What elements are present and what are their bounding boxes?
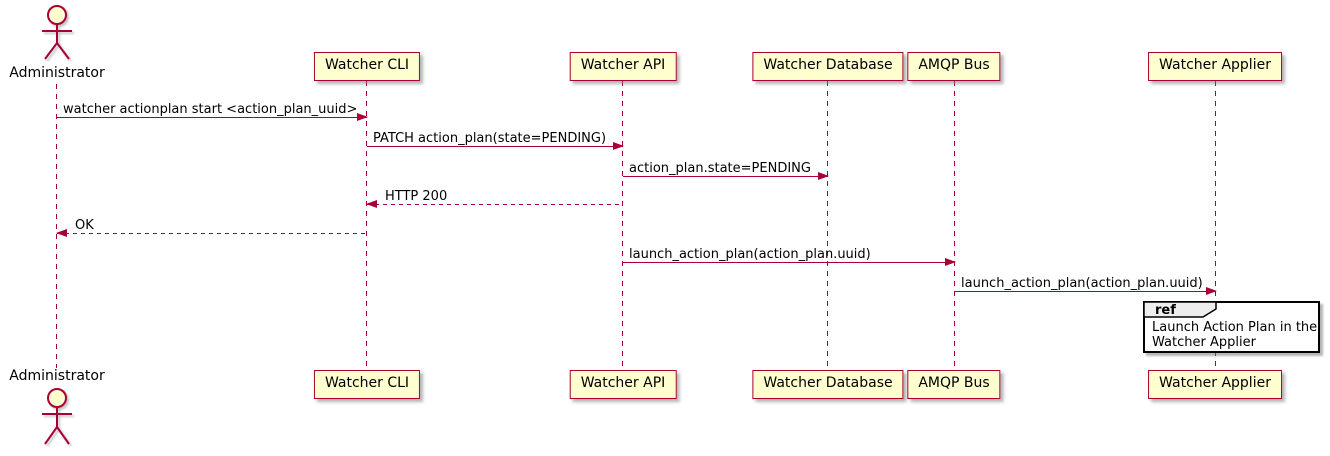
- message-label: launch_action_plan(action_plan.uuid): [629, 247, 871, 262]
- message-ok: OK: [56, 218, 367, 242]
- participant-bottom-amqp-bus: AMQP Bus: [907, 370, 1001, 399]
- actor-label-bottom: Administrator: [9, 368, 105, 384]
- message-line: [57, 112, 368, 121]
- actor-label-top: Administrator: [9, 65, 105, 81]
- message-label: OK: [75, 218, 94, 233]
- message-label: HTTP 200: [385, 189, 448, 204]
- participant-top-watcher-database: Watcher Database: [752, 52, 904, 81]
- arrowhead-right-icon: [357, 112, 368, 121]
- message-label: launch_action_plan(action_plan.uuid): [961, 276, 1203, 291]
- message-label: watcher actionplan start <action_plan_uu…: [63, 102, 358, 117]
- participant-bottom-watcher-database: Watcher Database: [752, 370, 904, 399]
- participant-bottom-watcher-applier: Watcher Applier: [1148, 370, 1282, 399]
- message-http-200: HTTP 200: [366, 189, 623, 213]
- message-label: PATCH action_plan(state=PENDING): [373, 131, 607, 146]
- arrowhead-right-icon: [818, 171, 829, 180]
- message-line: [56, 228, 367, 237]
- arrowhead-right-icon: [1206, 286, 1217, 295]
- message-actionplan-start: watcher actionplan start <action_plan_uu…: [57, 102, 368, 126]
- participant-bottom-watcher-api: Watcher API: [569, 370, 677, 399]
- message-patch-action-plan: PATCH action_plan(state=PENDING): [367, 131, 624, 155]
- arrowhead-left-icon: [366, 199, 377, 208]
- lifeline-administrator: [56, 84, 57, 368]
- message-launch-action-plan-amqp: launch_action_plan(action_plan.uuid): [955, 276, 1217, 300]
- message-line: [367, 141, 624, 150]
- message-line: [623, 171, 829, 180]
- lifeline-watcher-api: [622, 81, 623, 370]
- message-line: [623, 257, 956, 266]
- participant-top-watcher-applier: Watcher Applier: [1148, 52, 1282, 81]
- participant-top-amqp-bus: AMQP Bus: [907, 52, 1001, 81]
- arrowhead-right-icon: [613, 141, 624, 150]
- ref-keyword: ref: [1155, 303, 1176, 318]
- arrowhead-left-icon: [56, 228, 67, 237]
- message-line: [366, 199, 623, 208]
- message-label: action_plan.state=PENDING: [629, 161, 811, 176]
- lifeline-watcher-database: [827, 81, 828, 370]
- lifeline-amqp-bus: [954, 81, 955, 370]
- participant-bottom-watcher-cli: Watcher CLI: [313, 370, 421, 399]
- ref-text-line2: Watcher Applier: [1152, 335, 1256, 350]
- participant-top-watcher-api: Watcher API: [569, 52, 677, 81]
- arrowhead-right-icon: [945, 257, 956, 266]
- message-line: [955, 286, 1217, 295]
- message-launch-action-plan-api: launch_action_plan(action_plan.uuid): [623, 247, 956, 271]
- actor-icon-bottom: [42, 388, 72, 445]
- ref-text: Launch Action Plan in the Watcher Applie…: [1152, 320, 1317, 350]
- ref-text-line1: Launch Action Plan in the: [1152, 320, 1318, 335]
- actor-icon-top: [42, 5, 72, 60]
- message-state-pending: action_plan.state=PENDING: [623, 161, 829, 185]
- lifeline-watcher-applier: [1215, 81, 1216, 370]
- lifeline-watcher-cli: [366, 81, 367, 370]
- ref-tab-icon: ref: [1143, 301, 1217, 318]
- ref-fragment: ref Launch Action Plan in the Watcher Ap…: [1143, 301, 1320, 353]
- participant-top-watcher-cli: Watcher CLI: [313, 52, 421, 81]
